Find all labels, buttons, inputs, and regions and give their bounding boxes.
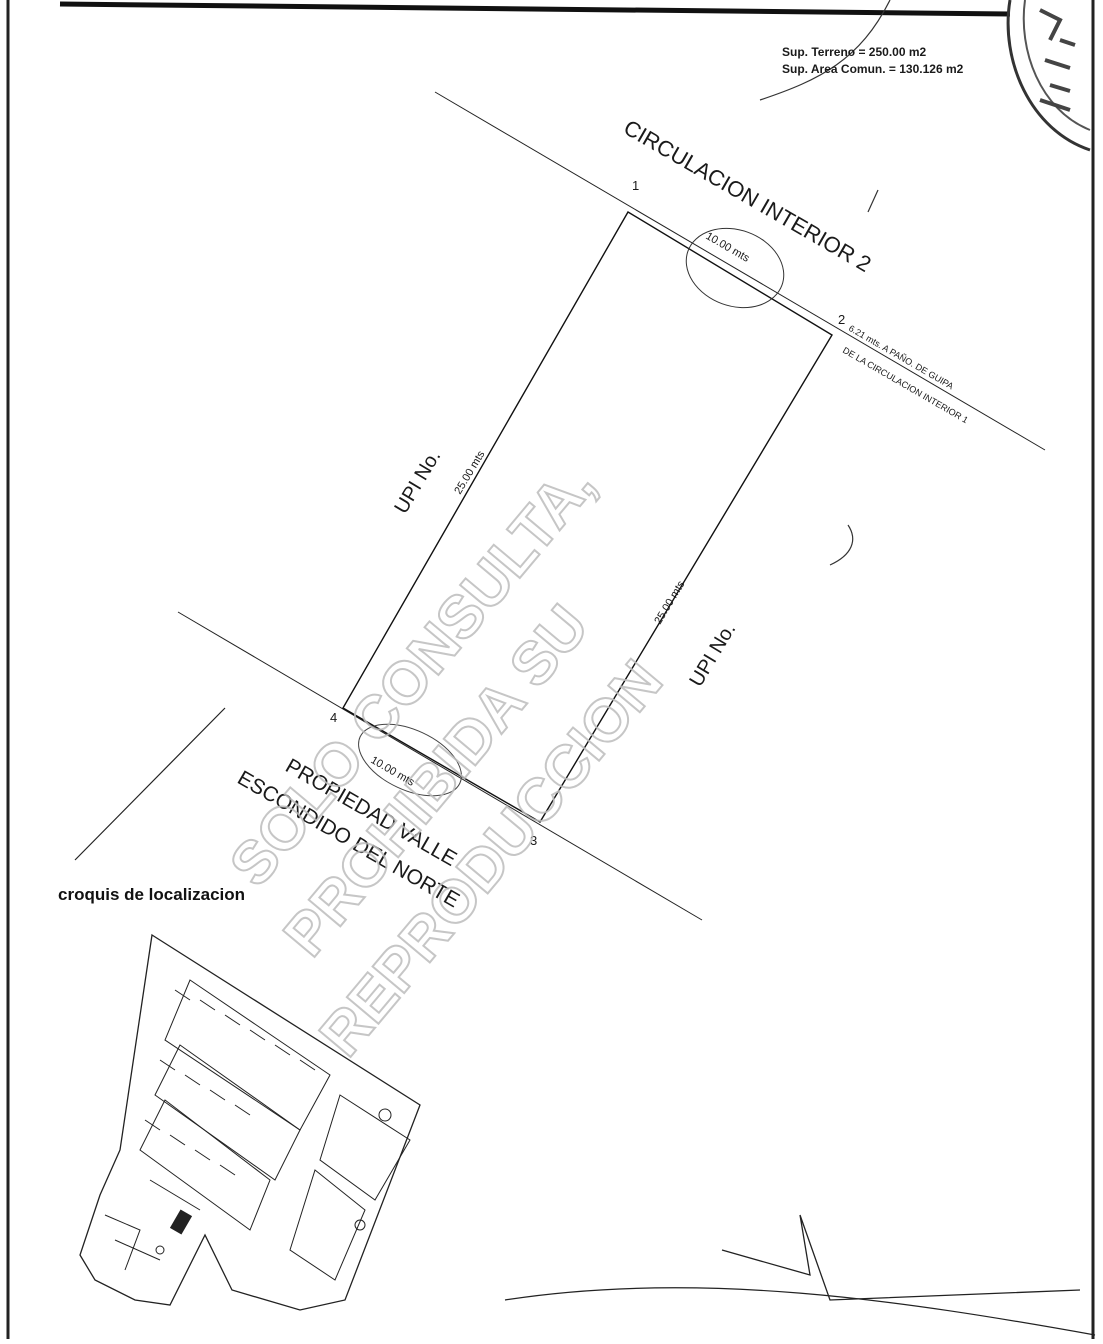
pen-stroke-left [74, 707, 226, 861]
dim-left: 25.00 mts [452, 449, 487, 497]
dim-top: 10.00 mts [704, 230, 752, 265]
watermark: SOLO CONSULTA, PROHIBIDA SU REPRODUCCION [216, 450, 676, 1069]
street-line-bottom [177, 611, 703, 921]
upi-left-label: UPI No. [390, 446, 445, 517]
pen-stroke-bottom [721, 1214, 1081, 1301]
vertex-4: 4 [330, 710, 337, 725]
upi-right-label: UPI No. [685, 619, 740, 690]
lot-location-marker [169, 1209, 193, 1235]
official-seal [1006, 0, 1091, 152]
sup-terreno: Sup. Terreno = 250.00 m2 [782, 45, 927, 59]
lot-polygon [342, 211, 833, 823]
location-map [79, 933, 421, 1311]
vertex-1: 1 [632, 178, 639, 193]
tick-mark [867, 189, 879, 213]
dim-circle-bottom [358, 723, 462, 797]
vertex-3: 3 [530, 833, 537, 848]
street-line-top [434, 91, 1046, 451]
croquis-label: croquis de localizacion [58, 885, 246, 904]
dim-right: 25.00 mts [652, 579, 687, 627]
pen-stroke-bottom-2 [504, 1287, 1096, 1336]
top-border [59, 1, 1011, 17]
tick-curve [829, 524, 854, 566]
sup-area-comun: Sup. Area Comun. = 130.126 m2 [782, 62, 964, 76]
vertex-2: 2 [838, 312, 845, 327]
signature-stroke [759, 0, 891, 101]
dim-circle-top [685, 227, 785, 309]
